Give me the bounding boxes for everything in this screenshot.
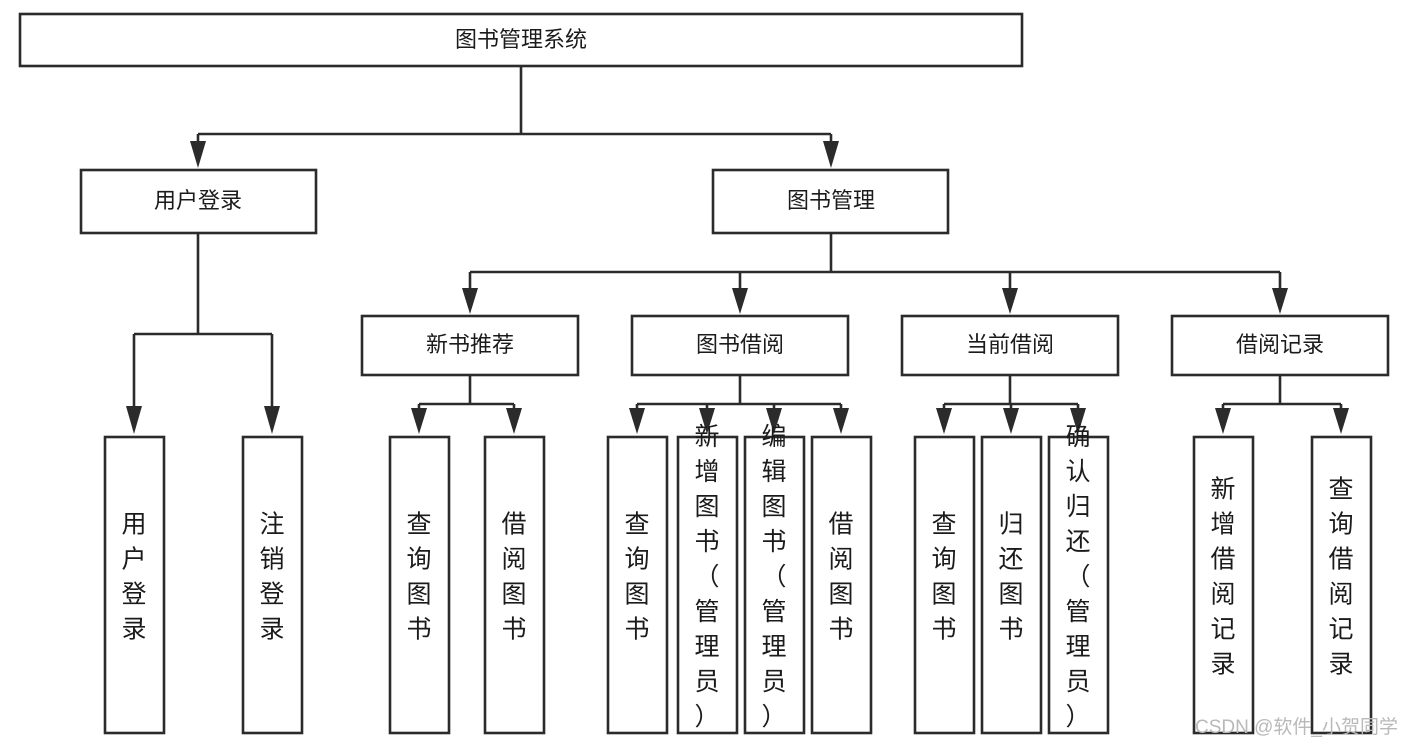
node-current-borrow[interactable]: 当前借阅 — [900, 314, 1120, 377]
node-leaf-bb-query-book-box[interactable] — [606, 435, 669, 735]
node-leaf-cb-query-book-label: 查询图书 — [931, 511, 956, 644]
node-leaf-bb-edit-book-box[interactable] — [743, 435, 806, 735]
node-leaf-br-add-record[interactable]: 新增借阅记录 — [1192, 435, 1255, 735]
node-leaf-user-login[interactable]: 用户登录 — [103, 435, 166, 735]
arrowhead-rec-to-leaf1 — [411, 408, 427, 434]
watermark-label: CSDN @软件_小贺同学 — [1195, 716, 1398, 738]
node-current-borrow-label: 当前借阅 — [966, 332, 1054, 357]
node-leaf-rec-query-book[interactable]: 查询图书 — [388, 435, 451, 735]
node-leaf-rec-query-book-label: 查询图书 — [406, 511, 431, 644]
node-leaf-br-add-record-label: 新增借阅记录 — [1210, 476, 1235, 679]
node-leaf-rec-borrow-book-box[interactable] — [483, 435, 546, 735]
node-leaf-cb-return-book-label: 归还图书 — [998, 511, 1023, 644]
node-leaf-user-login-box[interactable] — [103, 435, 166, 735]
arrowhead-rec-to-leaf2 — [506, 408, 522, 434]
node-leaf-cb-return-book-box[interactable] — [980, 435, 1043, 735]
arrowhead-bm-to-current — [1002, 288, 1018, 314]
node-current-borrow-box[interactable] — [900, 314, 1120, 377]
node-leaf-user-logout-box[interactable] — [241, 435, 304, 735]
node-leaf-cb-query-book[interactable]: 查询图书 — [913, 435, 976, 735]
node-user-login-label: 用户登录 — [154, 188, 242, 213]
arrowhead-ul-to-leaf2 — [264, 406, 280, 434]
node-leaf-user-logout-label: 注销登录 — [259, 511, 284, 644]
arrowhead-bb-to-leaf1 — [629, 408, 645, 434]
node-leaf-bb-borrow-book[interactable]: 借阅图书 — [810, 435, 873, 735]
node-leaf-cb-confirm-return[interactable]: 确认归还（管理员） — [1047, 423, 1110, 735]
arrowhead-bb-to-leaf2 — [699, 408, 715, 434]
node-new-book-rec[interactable]: 新书推荐 — [360, 314, 580, 377]
arrowhead-ul-to-leaf1 — [126, 406, 142, 434]
node-leaf-cb-confirm-return-box[interactable] — [1047, 435, 1110, 735]
node-leaf-bb-query-book-label: 查询图书 — [624, 511, 649, 644]
node-borrow-record-box[interactable] — [1170, 314, 1390, 377]
node-leaf-br-query-record-label: 查询借阅记录 — [1328, 476, 1353, 679]
arrowhead-br-to-leaf2 — [1333, 408, 1349, 434]
arrowhead-bb-to-leaf4 — [833, 408, 849, 434]
arrowhead-cb-to-leaf2 — [1003, 408, 1019, 434]
node-leaf-bb-add-book-box[interactable] — [676, 435, 739, 735]
node-book-borrow[interactable]: 图书借阅 — [630, 314, 850, 377]
node-leaf-rec-borrow-book-label: 借阅图书 — [501, 511, 526, 644]
node-root[interactable]: 图书管理系统 — [18, 12, 1024, 68]
arrowhead-bm-to-rec — [462, 288, 478, 314]
node-borrow-record[interactable]: 借阅记录 — [1170, 314, 1390, 377]
node-leaf-bb-add-book-label: 新增图书（管理员） — [694, 423, 719, 731]
node-leaf-user-login-label: 用户登录 — [121, 511, 146, 644]
node-user-login-box[interactable] — [79, 168, 318, 235]
node-leaf-br-add-record-box[interactable] — [1192, 435, 1255, 735]
node-leaf-cb-query-book-box[interactable] — [913, 435, 976, 735]
node-leaf-bb-borrow-book-box[interactable] — [810, 435, 873, 735]
node-new-book-rec-label: 新书推荐 — [426, 332, 514, 357]
node-leaf-rec-query-book-box[interactable] — [388, 435, 451, 735]
arrowhead-cb-to-leaf1 — [936, 408, 952, 434]
node-book-manage[interactable]: 图书管理 — [711, 168, 950, 235]
node-new-book-rec-box[interactable] — [360, 314, 580, 377]
node-leaf-br-query-record[interactable]: 查询借阅记录 — [1310, 435, 1373, 735]
node-borrow-record-label: 借阅记录 — [1236, 332, 1324, 357]
node-leaf-bb-edit-book-label: 编辑图书（管理员） — [761, 423, 786, 731]
node-leaf-bb-borrow-book-label: 借阅图书 — [828, 511, 853, 644]
node-book-borrow-label: 图书借阅 — [696, 332, 784, 357]
node-root-box[interactable] — [18, 12, 1024, 68]
node-leaf-user-logout[interactable]: 注销登录 — [241, 435, 304, 735]
node-leaf-br-query-record-box[interactable] — [1310, 435, 1373, 735]
arrowhead-bm-to-borrow — [732, 288, 748, 314]
arrowhead-root-to-user-login — [190, 141, 206, 168]
node-leaf-bb-add-book[interactable]: 新增图书（管理员） — [676, 423, 739, 735]
node-leaf-cb-confirm-return-label: 确认归还（管理员） — [1065, 423, 1090, 731]
node-leaf-bb-query-book[interactable]: 查询图书 — [606, 435, 669, 735]
arrowhead-cb-to-leaf3 — [1070, 408, 1086, 434]
node-book-borrow-box[interactable] — [630, 314, 850, 377]
arrowhead-root-to-book-manage — [823, 141, 839, 168]
node-leaf-cb-return-book[interactable]: 归还图书 — [980, 435, 1043, 735]
arrowhead-bb-to-leaf3 — [766, 408, 782, 434]
node-user-login[interactable]: 用户登录 — [79, 168, 318, 235]
connector-layer — [126, 66, 1349, 434]
node-book-manage-box[interactable] — [711, 168, 950, 235]
node-leaf-bb-edit-book[interactable]: 编辑图书（管理员） — [743, 423, 806, 735]
arrowhead-bm-to-record — [1272, 288, 1288, 314]
node-root-label: 图书管理系统 — [455, 27, 587, 52]
arrowhead-br-to-leaf1 — [1215, 408, 1231, 434]
node-book-manage-label: 图书管理 — [787, 188, 875, 213]
node-leaf-rec-borrow-book[interactable]: 借阅图书 — [483, 435, 546, 735]
